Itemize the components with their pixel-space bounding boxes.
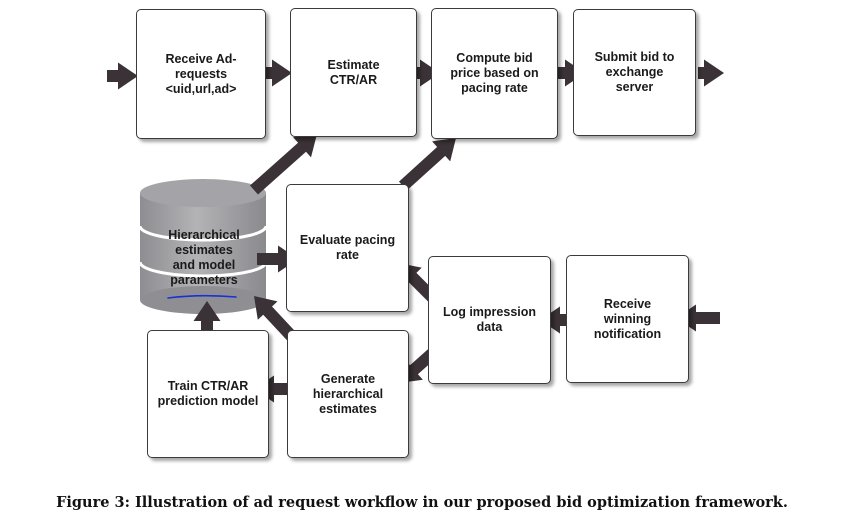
receive-winning-notification-box: Receive winning notification <box>566 255 689 383</box>
train-prediction-model-box: Train CTR/AR prediction model <box>147 330 269 458</box>
log-impression-data-box: Log impression data <box>428 256 551 384</box>
underline-database <box>167 294 237 299</box>
submit-bid-box: Submit bid to exchange server <box>573 9 696 136</box>
arrow-estimate-to-compute <box>400 59 440 87</box>
arrow-evaluate-to-compute <box>399 138 456 191</box>
arrow-database-to-estimate <box>250 134 317 195</box>
arrow-receive-to-estimate <box>266 59 292 87</box>
compute-bid-price-box: Compute bid price based on pacing rate <box>431 8 558 139</box>
database-label: Hierarchical estimates and model paramet… <box>168 228 240 287</box>
arrow-into-receive-ad-requests <box>107 62 138 90</box>
estimate-ctr-ar-box: Estimate CTR/AR <box>290 8 417 137</box>
receive-ad-requests-box: Receive Ad- requests <uid,url,ad> <box>136 9 266 139</box>
arrow-train-to-database <box>193 301 221 343</box>
database-icon <box>138 179 268 314</box>
arrow-submit-out <box>698 59 724 87</box>
arrow-compute-to-submit <box>547 59 585 87</box>
evaluate-pacing-rate-box: Evaluate pacing rate <box>286 184 409 312</box>
figure-caption: Figure 3: Illustration of ad request wor… <box>56 494 788 511</box>
generate-hierarchical-estimates-box: Generate hierarchical estimates <box>287 330 409 458</box>
